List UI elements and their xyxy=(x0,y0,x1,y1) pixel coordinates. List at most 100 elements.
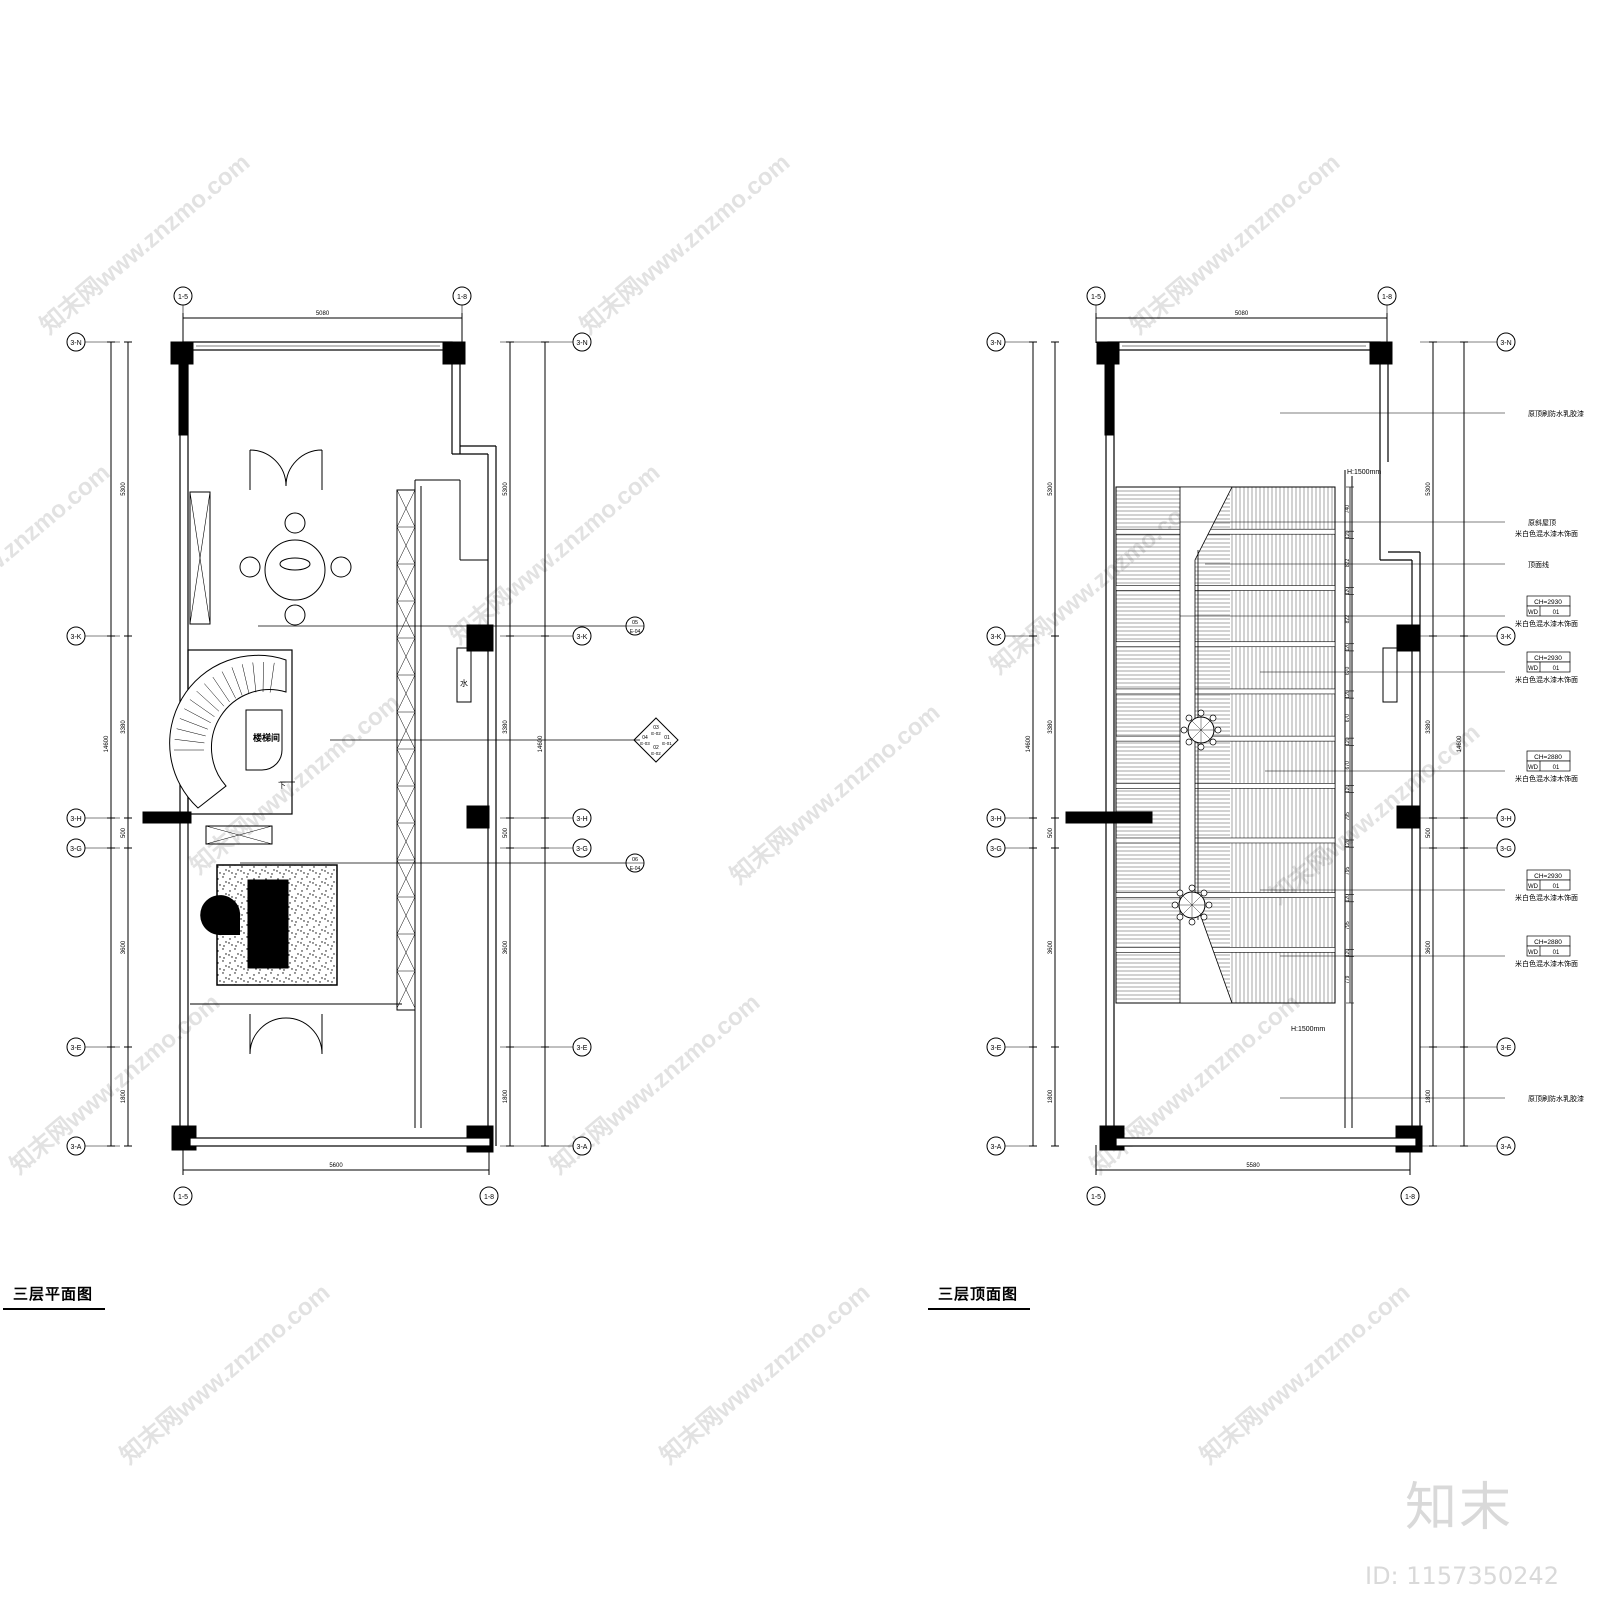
grid-bubble-circle xyxy=(1400,1186,1420,1206)
material-code: WD xyxy=(1528,950,1539,956)
material-index: 01 xyxy=(1553,666,1560,672)
grid-bubble-right: 3-G xyxy=(1496,838,1516,858)
segment-dimension-value: 5300 xyxy=(1048,482,1054,496)
segment-dimension-value: 500 xyxy=(1048,827,1054,838)
grid-bubble-left: 3-N xyxy=(66,332,86,352)
column xyxy=(1369,341,1393,365)
elevation-cluster-diamond xyxy=(633,717,679,763)
segment-dimension-value: 500 xyxy=(503,827,509,838)
chandelier-arm xyxy=(1200,720,1211,731)
floor-plan-title: 三层平面图 xyxy=(3,1283,106,1310)
rail-diag xyxy=(396,711,416,750)
grid-bubble-circle xyxy=(66,332,86,352)
grid-bubble-circle xyxy=(572,838,592,858)
rafter-spacing-value: 120 xyxy=(1345,643,1351,652)
ceiling-plan-title-text: 三层顶面图 xyxy=(938,1285,1019,1303)
grid-bubble-label: 3-H xyxy=(990,816,1001,823)
grid-bubble-circle xyxy=(572,1037,592,1057)
elevation-cluster-sheet: E-01 xyxy=(662,741,672,746)
elevation-cluster-sheet: E-02 xyxy=(651,731,661,736)
chandelier-bulb xyxy=(1205,901,1213,909)
grid-bubble-label: 3-A xyxy=(71,1144,82,1151)
grid-bubble-left: 3-A xyxy=(66,1136,86,1156)
grid-bubble-label: 1-8 xyxy=(457,294,467,301)
note-text: 顶面线 xyxy=(1528,560,1549,569)
grid-bubble-top: 1-5 xyxy=(173,286,193,306)
stair-tread xyxy=(174,739,205,744)
chandelier-bulb xyxy=(1200,889,1208,897)
chandelier-bulb xyxy=(1171,901,1179,909)
height-mark: H:1500mm xyxy=(1347,469,1381,476)
grid-bubble-circle xyxy=(66,1136,86,1156)
grid-bubble-label: 3-K xyxy=(991,634,1002,641)
rafter-spacing-value: 822 xyxy=(1345,559,1351,568)
material-description: 米白色混水漆木饰面 xyxy=(1515,619,1578,628)
segment-dimension-value: 500 xyxy=(121,827,127,838)
grid-bubble-circle xyxy=(66,808,86,828)
segment-dimension-value: 500 xyxy=(1426,827,1432,838)
rafter-spacing-value: 120 xyxy=(1345,894,1351,903)
grid-bubble-label: 1-5 xyxy=(1091,294,1101,301)
grid-bubble-left: 3-K xyxy=(66,626,86,646)
rafter-spacing-value: 670 xyxy=(1345,714,1351,723)
grid-bubble-label: 3-N xyxy=(576,340,587,347)
rail-diag xyxy=(396,859,416,898)
table-decor xyxy=(279,557,311,571)
note-text: 原斜屋顶 xyxy=(1528,518,1556,527)
stair-tread xyxy=(231,667,243,696)
elevation-cluster-number: 03 xyxy=(653,725,659,731)
grid-bubble-circle xyxy=(1496,332,1516,352)
wardrobe xyxy=(189,491,211,625)
floor-plan-title-text: 三层平面图 xyxy=(13,1285,94,1303)
grid-bubble-top: 1-5 xyxy=(1086,286,1106,306)
chandelier-bulb xyxy=(1214,726,1222,734)
grid-bubble-circle xyxy=(1496,1037,1516,1057)
rail-diag xyxy=(396,970,416,1009)
rail-diag xyxy=(396,637,416,676)
top-dimension-value: 5080 xyxy=(1235,311,1249,317)
grid-bubble-circle xyxy=(1496,1136,1516,1156)
partition-wall xyxy=(142,811,192,824)
watermark-text: 知末网www.znzmo.com xyxy=(115,1279,335,1470)
grid-bubble-circle xyxy=(986,626,1006,646)
ceiling-height-label: CH=2930 xyxy=(1534,655,1562,662)
grid-bubble-right: 3-E xyxy=(1496,1037,1516,1057)
rafter-spacing-value: 120 xyxy=(1345,737,1351,746)
rafter-beam xyxy=(1115,688,1336,695)
elevation-tag-number: 06 xyxy=(632,857,638,863)
chandelier-bulb xyxy=(1180,726,1188,734)
grid-bubble-circle xyxy=(1496,838,1516,858)
rafter-beam xyxy=(1115,783,1336,789)
ceiling-height-label: CH=2930 xyxy=(1534,599,1562,606)
material-code: WD xyxy=(1528,765,1539,771)
chandelier-arm xyxy=(1182,895,1193,906)
grid-bubble-left: 3-H xyxy=(66,808,86,828)
chandelier-bulb xyxy=(1197,743,1205,751)
grid-bubble-label: 3-A xyxy=(1501,1144,1512,1151)
segment-dimension-value: 1800 xyxy=(121,1089,127,1103)
south-wall xyxy=(189,1137,491,1147)
drawing-id-label: ID: 1157350242 xyxy=(1365,1562,1559,1590)
grid-bubble-top: 1-8 xyxy=(452,286,472,306)
total-dimension-value: 14600 xyxy=(1457,735,1463,752)
grid-bubble-circle xyxy=(986,1136,1006,1156)
grid-bubble-left: 3-N xyxy=(986,332,1006,352)
segment-dimension-value: 3600 xyxy=(1426,940,1432,954)
grid-bubble-right: 3-H xyxy=(1496,808,1516,828)
chandelier-arm xyxy=(1191,904,1202,915)
elevation-cluster-sheet: E-03 xyxy=(640,741,650,746)
material-box xyxy=(1526,879,1571,891)
grid-bubble-label: 3-H xyxy=(1500,816,1511,823)
stair-landing xyxy=(245,709,283,771)
grid-bubble-bottom: 1-8 xyxy=(479,1186,499,1206)
stair-tread xyxy=(269,662,275,693)
grid-bubble-left: 3-E xyxy=(66,1037,86,1057)
grid-bubble-label: 3-G xyxy=(70,846,82,853)
partition-wall xyxy=(1065,811,1153,824)
elevation-tag: 05E-04 xyxy=(625,616,645,636)
